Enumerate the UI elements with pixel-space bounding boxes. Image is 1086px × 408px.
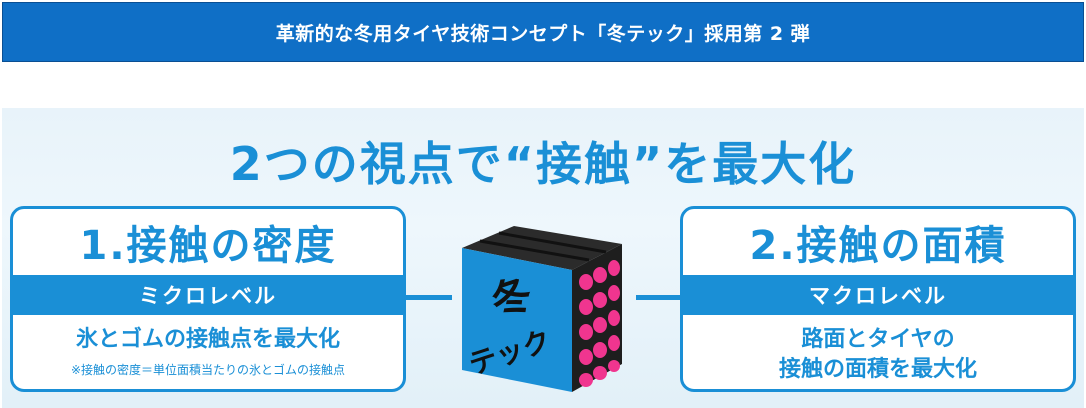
box-description: 氷とゴムの接触点を最大化 (13, 315, 403, 355)
box-heading: 2.接触の面積 (749, 223, 1007, 269)
desc-line: 接触の面積を最大化 (778, 357, 977, 382)
top-banner: 革新的な冬用タイヤ技術コンセプト「冬テック」採用第 2 弾 (2, 2, 1084, 62)
cube-illustration: 冬 テック (462, 226, 622, 392)
banner-title: 革新的な冬用タイヤ技術コンセプト「冬テック」採用第 2 弾 (275, 22, 811, 45)
box-band-label: マクロレベル (683, 275, 1073, 315)
box-description: 路面とタイヤの 接触の面積を最大化 (683, 315, 1073, 385)
desc-line: 氷とゴムの接触点を最大化 (75, 327, 340, 352)
contact-density-box: 1.接触の密度 ミクロレベル 氷とゴムの接触点を最大化 ※接触の密度＝単位面積当… (10, 206, 406, 392)
fuyu-tech-cube-logo: 冬 テック (444, 220, 644, 400)
left-connector-line (406, 295, 452, 300)
headline: 2つの視点で“接触”を最大化 (229, 137, 857, 191)
desc-line: 路面とタイヤの (801, 327, 955, 352)
pink-dot-grid (579, 260, 620, 387)
contact-area-box: 2.接触の面積 マクロレベル 路面とタイヤの 接触の面積を最大化 (680, 206, 1076, 392)
infographic-panel: 2つの視点で“接触”を最大化 1.接触の密度 ミクロレベル 氷とゴムの接触点を最… (2, 108, 1084, 408)
box-heading: 1.接触の密度 (79, 223, 337, 269)
box-band-label: ミクロレベル (13, 275, 403, 315)
box-footnote: ※接触の密度＝単位面積当たりの氷とゴムの接触点 (70, 363, 346, 377)
right-connector-line (636, 295, 682, 300)
